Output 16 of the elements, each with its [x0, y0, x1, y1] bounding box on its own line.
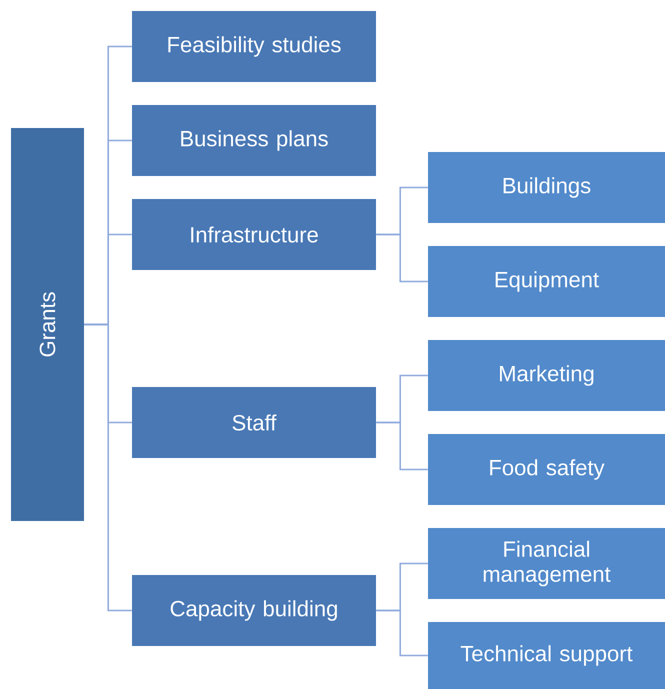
connector [84, 324, 132, 612]
box: Technical support [428, 622, 665, 689]
box: Feasibility studies [132, 11, 376, 82]
box: Financial management [428, 528, 665, 599]
connector [376, 234, 428, 282]
connector [376, 610, 428, 656]
box: Food safety [428, 434, 665, 505]
box: Business plans [132, 105, 376, 176]
box: Grants [11, 128, 84, 521]
box: Infrastructure [132, 199, 376, 270]
box: Buildings [428, 152, 665, 223]
box: Staff [132, 387, 376, 458]
box: Marketing [428, 340, 665, 411]
connector [376, 422, 428, 470]
box: Equipment [428, 246, 665, 317]
box: Capacity building [132, 575, 376, 646]
